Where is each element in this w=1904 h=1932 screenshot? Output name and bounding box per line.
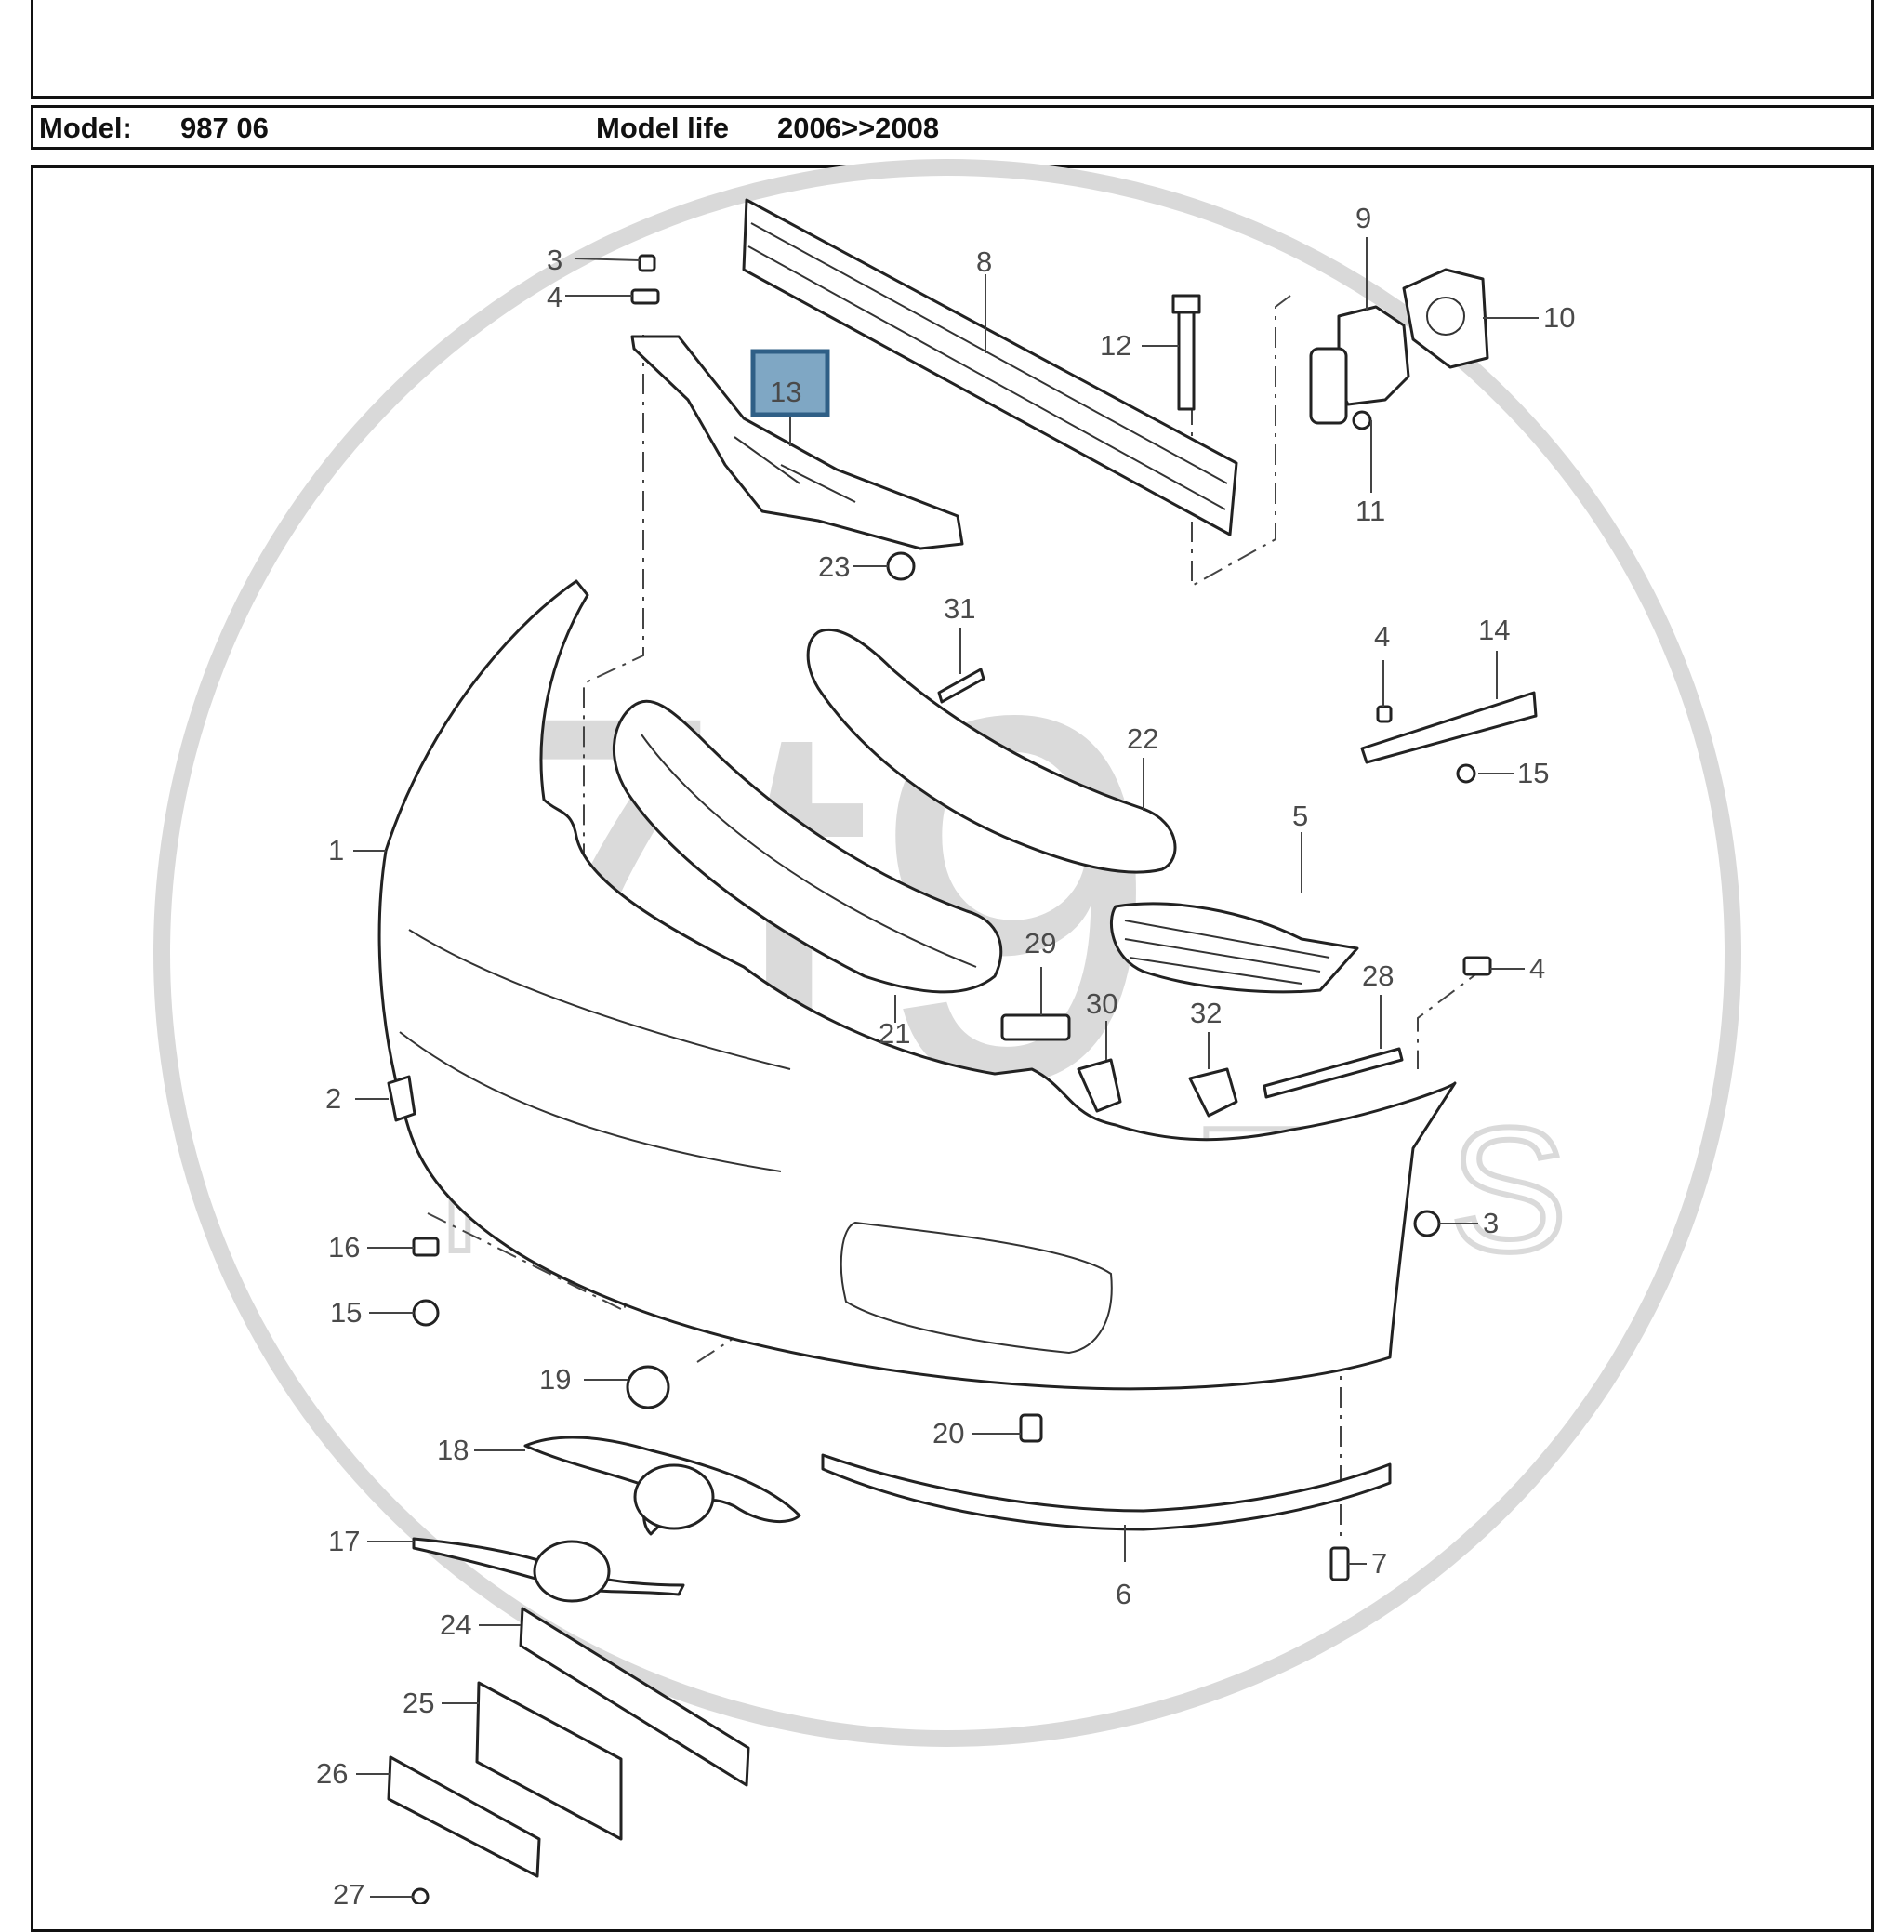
part-30-bracket — [1077, 1058, 1122, 1113]
part-1-bumper-cover — [377, 579, 1457, 1391]
callout-11[interactable]: 11 — [1355, 495, 1385, 527]
part-4-clip-right-top — [1376, 705, 1393, 723]
part-15-screw-left — [412, 1299, 440, 1327]
callout-3-right[interactable]: 3 — [1483, 1207, 1499, 1239]
callout-15-right[interactable]: 15 — [1517, 757, 1549, 789]
leader-lines — [353, 237, 1539, 1898]
part-2-cap — [387, 1075, 416, 1122]
callout-7[interactable]: 7 — [1371, 1547, 1387, 1580]
callout-6[interactable]: 6 — [1116, 1578, 1131, 1610]
callout-12[interactable]: 12 — [1100, 329, 1131, 362]
part-19-grommet — [626, 1365, 670, 1409]
callout-13[interactable]: 13 — [770, 376, 801, 408]
model-bar: Model: 987 06 Model life 2006>>2008 — [31, 105, 1874, 150]
part-16-clip — [412, 1237, 440, 1257]
callout-13-highlight[interactable] — [750, 349, 830, 417]
part-8-bumper-reinforcement — [742, 198, 1238, 536]
callout-29[interactable]: 29 — [1025, 927, 1056, 959]
callout-4-right[interactable]: 4 — [1529, 952, 1545, 985]
callout-18[interactable]: 18 — [437, 1434, 469, 1466]
callout-28[interactable]: 28 — [1362, 959, 1394, 992]
part-17-tow-hook-cover — [412, 1537, 685, 1603]
part-9-crash-box — [1309, 305, 1410, 425]
callout-8[interactable]: 8 — [976, 245, 992, 278]
callout-21[interactable]: 21 — [879, 1017, 910, 1050]
part-14-bracket — [1360, 691, 1538, 764]
model-label: Model: — [39, 112, 132, 144]
callout-31[interactable]: 31 — [944, 592, 975, 625]
callout-16[interactable]: 16 — [328, 1231, 360, 1264]
part-21-grille-frame — [613, 699, 1003, 994]
part-28-trim-strip — [1263, 1047, 1404, 1099]
callout-5[interactable]: 5 — [1292, 800, 1308, 832]
part-27-screw — [411, 1887, 430, 1904]
callout-labels: 3 4 8 9 10 12 13 11 23 31 22 4 14 15 5 1… — [316, 202, 1575, 1904]
callout-32[interactable]: 32 — [1190, 997, 1222, 1029]
callout-4-right-top[interactable]: 4 — [1374, 620, 1390, 653]
header-blank-box — [31, 0, 1874, 99]
model-life-value: 2006>>2008 — [777, 112, 940, 144]
part-11-screw — [1352, 410, 1372, 430]
callout-14[interactable]: 14 — [1478, 614, 1510, 646]
part-26-license-plate-base — [387, 1755, 541, 1878]
callout-20[interactable]: 20 — [932, 1417, 964, 1449]
part-15-screw-right — [1456, 763, 1476, 784]
callout-3[interactable]: 3 — [547, 244, 562, 276]
part-5-grille — [1109, 902, 1359, 994]
callout-22[interactable]: 22 — [1127, 722, 1158, 755]
part-3-clip-top — [638, 254, 656, 272]
callout-23[interactable]: 23 — [818, 550, 850, 583]
part-7-screw — [1329, 1546, 1350, 1581]
part-12-bolt — [1171, 294, 1201, 411]
callout-4[interactable]: 4 — [547, 281, 562, 313]
callout-26[interactable]: 26 — [316, 1757, 348, 1790]
part-6-lip-spoiler — [821, 1453, 1392, 1531]
part-4-clip-top — [630, 288, 660, 305]
part-4-clip-right — [1462, 956, 1492, 976]
callout-15-left[interactable]: 15 — [330, 1296, 362, 1329]
callout-27[interactable]: 27 — [333, 1878, 364, 1904]
part-24-license-plate-holder — [519, 1607, 750, 1787]
callout-10[interactable]: 10 — [1543, 301, 1575, 334]
part-25-license-plate-bracket — [475, 1681, 623, 1841]
part-10-mounting-plate — [1402, 268, 1489, 369]
callout-2[interactable]: 2 — [325, 1082, 341, 1115]
part-20-clip — [1019, 1413, 1043, 1443]
part-29-clip — [1000, 1013, 1071, 1041]
callout-1[interactable]: 1 — [328, 834, 344, 867]
part-3-screw-right — [1413, 1210, 1441, 1237]
part-31-screw — [937, 668, 985, 704]
callout-19[interactable]: 19 — [539, 1363, 571, 1396]
part-32-bracket — [1188, 1067, 1238, 1118]
part-22-grille-frame — [806, 628, 1177, 874]
model-value: 987 06 — [180, 112, 269, 144]
callout-24[interactable]: 24 — [440, 1608, 471, 1641]
part-13-bracket — [630, 335, 964, 550]
model-life-label: Model life — [596, 112, 729, 144]
part-23-nut — [886, 551, 916, 581]
callout-17[interactable]: 17 — [328, 1525, 360, 1557]
callout-25[interactable]: 25 — [403, 1687, 434, 1719]
part-18-tow-hook-cover — [523, 1436, 801, 1536]
callout-30[interactable]: 30 — [1086, 987, 1117, 1020]
callout-9[interactable]: 9 — [1355, 202, 1371, 234]
